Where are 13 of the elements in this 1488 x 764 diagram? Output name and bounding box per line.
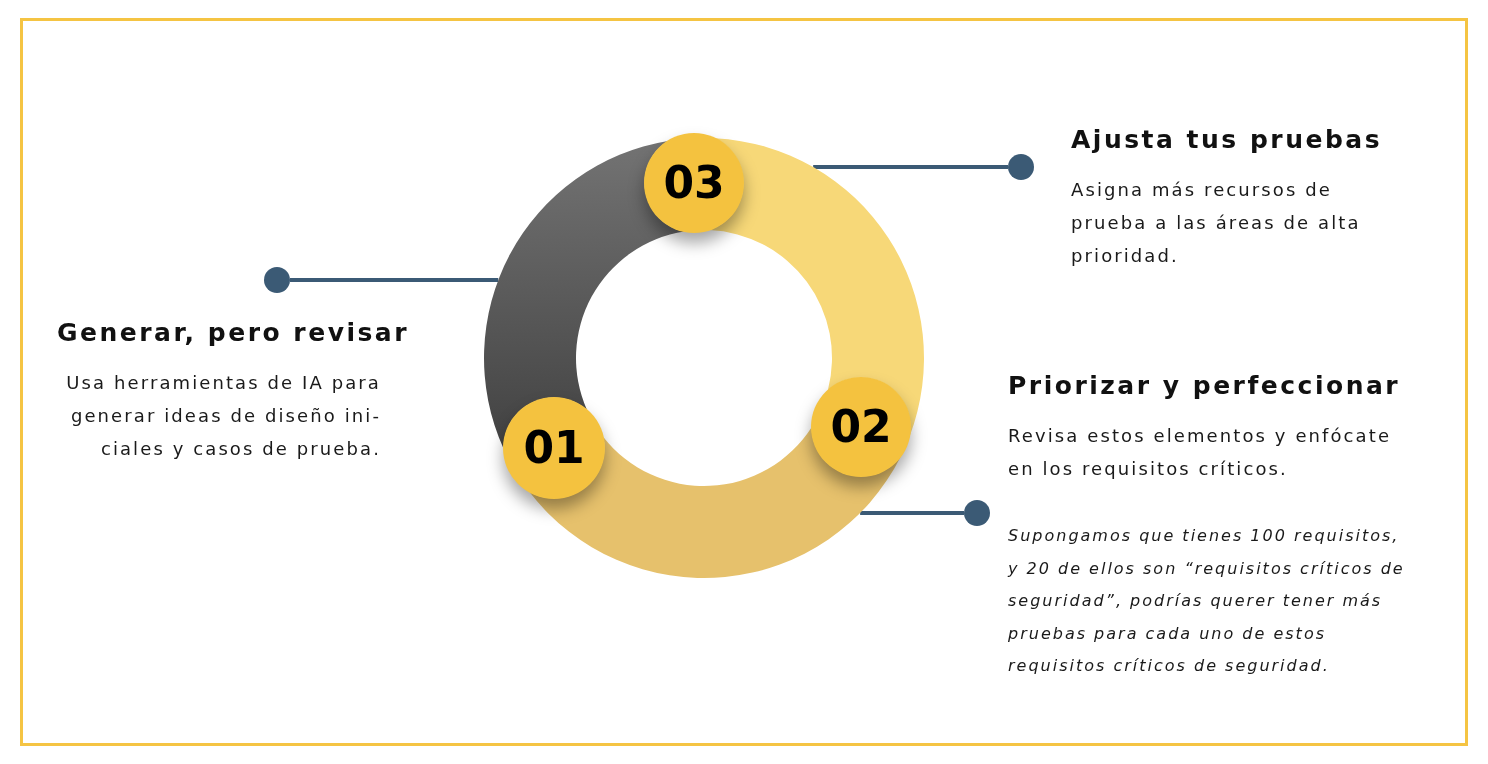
leader-line <box>813 165 1008 169</box>
step-description: Usa herramientas de IA para generar ideas de diseño ini- ciales y casos de prueba. <box>65 371 381 461</box>
step-description: Revisa estos elementos y enfócate en los requisitos críticos. <box>1008 424 1393 481</box>
step-heading: Ajusta tus pruebas <box>1071 124 1383 156</box>
step-heading: Generar, pero revisar <box>57 317 410 349</box>
leader-line <box>860 511 964 515</box>
leader-line <box>290 278 499 282</box>
example-note: Supongamos que tienes 100 requisitos, y 20 de ellos son “requisitos críticos de seguridad”, podrías querer tener más pruebas para cada uno de estos requisitos críticos de seguridad. <box>1008 525 1406 677</box>
endpoint-dot <box>264 267 290 293</box>
step-heading: Priorizar y perfeccionar <box>1008 370 1401 402</box>
step-description: Asigna más recursos de prueba a las áreas de alta prioridad. <box>1071 178 1362 268</box>
endpoint-dot <box>964 500 990 526</box>
endpoint-dot <box>1008 154 1034 180</box>
